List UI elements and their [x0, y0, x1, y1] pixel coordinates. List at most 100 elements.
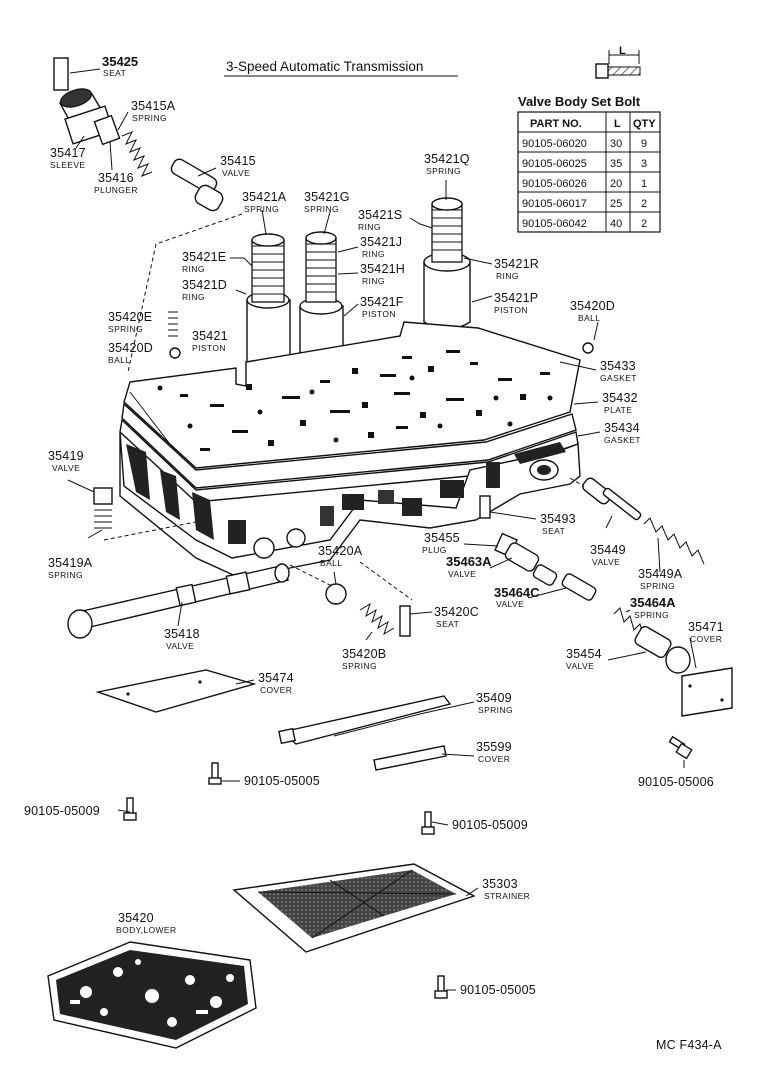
table-cell: 90105-06042 — [522, 218, 587, 230]
part-label-35420E: 35420E SPRING — [108, 310, 152, 334]
svg-text:VALVE: VALVE — [52, 463, 80, 473]
svg-text:35421P: 35421P — [494, 291, 538, 305]
part-label-35420A: 35420A BALL — [318, 544, 363, 568]
bolt-label-mid: 90105-05005 — [244, 774, 320, 788]
svg-text:STRAINER: STRAINER — [484, 891, 530, 901]
holes-pattern — [157, 350, 553, 451]
part-label-35415: 35415 VALVE — [220, 154, 256, 178]
part-label-35599: 35599 COVER — [476, 740, 512, 764]
svg-text:35464C: 35464C — [494, 585, 540, 600]
valve-35415 — [170, 158, 224, 212]
svg-text:35420E: 35420E — [108, 310, 152, 324]
ball-35420D-left — [169, 347, 181, 359]
part-label-35421E: 35421E RING — [182, 250, 226, 274]
part-label-35432: 35432 PLATE — [602, 391, 638, 415]
bolt-table: PART NO. L QTY 90105-06020 30 9 90105-06… — [517, 111, 661, 233]
part-label-35434: 35434 GASKET — [604, 421, 641, 445]
assembly-line — [103, 521, 197, 541]
part-label-35421D: 35421D RING — [182, 278, 227, 302]
bolt-length-label: L — [619, 45, 626, 57]
svg-text:35425: 35425 — [102, 54, 138, 69]
svg-text:BALL: BALL — [578, 313, 600, 323]
svg-text:35421F: 35421F — [360, 295, 404, 309]
bolt-label-bottom: 90105-05005 — [460, 983, 536, 997]
ball-35420D-right — [582, 342, 594, 354]
svg-text:35421G: 35421G — [304, 190, 350, 204]
svg-text:35463A: 35463A — [446, 554, 492, 569]
part-label-35419A: 35419A SPRING — [48, 556, 93, 580]
svg-text:SEAT: SEAT — [103, 68, 126, 78]
part-label-35415A: 35415A SPRING — [131, 99, 176, 123]
svg-text:35416: 35416 — [98, 171, 134, 185]
svg-text:GASKET: GASKET — [604, 435, 641, 445]
svg-text:RING: RING — [362, 249, 385, 259]
svg-text:35434: 35434 — [604, 421, 640, 435]
svg-text:SEAT: SEAT — [542, 526, 565, 536]
part-label-35463A: 35463A VALVE — [446, 554, 492, 579]
part-label-35464A: 35464A SPRING — [630, 595, 676, 620]
svg-text:35449A: 35449A — [638, 567, 683, 581]
svg-text:35421E: 35421E — [182, 250, 226, 264]
svg-text:SPRING: SPRING — [244, 204, 279, 214]
assembly-line — [359, 561, 413, 601]
spring-35420B — [359, 602, 395, 636]
svg-text:35420D: 35420D — [570, 299, 615, 313]
table-cell: 90105-06026 — [522, 178, 587, 190]
part-label-35449: 35449 VALVE — [590, 543, 626, 567]
svg-text:35415: 35415 — [220, 154, 256, 168]
part-label-35421: 35421 PISTON — [192, 329, 228, 353]
part-label-35420B: 35420B SPRING — [342, 647, 386, 671]
assembly-line — [289, 564, 337, 589]
svg-text:35455: 35455 — [424, 531, 460, 545]
cover-35599 — [373, 745, 447, 771]
valve-35463A — [504, 542, 558, 586]
table-cell: 40 — [610, 218, 622, 230]
piston-35421P — [423, 252, 471, 330]
part-label-35303: 35303 STRAINER — [482, 877, 530, 901]
svg-text:PISTON: PISTON — [192, 343, 226, 353]
svg-text:35421H: 35421H — [360, 262, 405, 276]
svg-text:COVER: COVER — [690, 634, 722, 644]
svg-text:GASKET: GASKET — [600, 373, 637, 383]
svg-text:PLATE: PLATE — [604, 405, 632, 415]
table-cell: 90105-06025 — [522, 158, 587, 170]
leader-lines — [67, 68, 697, 991]
svg-text:35421D: 35421D — [182, 278, 227, 292]
svg-text:35433: 35433 — [600, 359, 636, 373]
svg-text:35599: 35599 — [476, 740, 512, 754]
table-cell: 35 — [610, 158, 622, 170]
body-lower-35420 — [47, 941, 257, 1049]
valve-35418 — [67, 563, 290, 639]
cover-35474 — [95, 669, 257, 713]
spring-35449A — [643, 517, 705, 565]
svg-text:BODY,LOWER: BODY,LOWER — [116, 925, 177, 935]
svg-text:SPRING: SPRING — [426, 166, 461, 176]
table-cell: 9 — [641, 138, 647, 150]
svg-text:SPRING: SPRING — [304, 204, 339, 214]
part-label-35420C: 35420C SEAT — [434, 605, 479, 629]
part-label-35433: 35433 GASKET — [600, 359, 637, 383]
svg-text:SPRING: SPRING — [132, 113, 167, 123]
part-label-35421G: 35421G SPRING — [304, 190, 350, 214]
svg-text:35420C: 35420C — [434, 605, 479, 619]
svg-text:SLEEVE: SLEEVE — [50, 160, 85, 170]
part-label-35421A: 35421A SPRING — [242, 190, 287, 214]
svg-text:35419A: 35419A — [48, 556, 93, 570]
seat-35493 — [479, 495, 491, 519]
svg-text:VALVE: VALVE — [448, 569, 476, 579]
bolt-label-left: 90105-05009 — [24, 804, 100, 818]
part-label-35421F: 35421F PISTON — [360, 295, 404, 319]
svg-text:SPRING: SPRING — [342, 661, 377, 671]
svg-text:35454: 35454 — [566, 647, 602, 661]
svg-text:35493: 35493 — [540, 512, 576, 526]
spring-35421G — [305, 231, 337, 303]
part-label-35421H: 35421H RING — [360, 262, 405, 286]
table-cell: 3 — [641, 158, 647, 170]
table-cell: 90105-06020 — [522, 138, 587, 150]
svg-text:SEAT: SEAT — [436, 619, 459, 629]
svg-text:35421: 35421 — [192, 329, 228, 343]
svg-text:BALL: BALL — [320, 558, 342, 568]
svg-text:35421A: 35421A — [242, 190, 287, 204]
table-header-l: L — [614, 118, 621, 130]
spring-35421Q — [431, 197, 463, 263]
